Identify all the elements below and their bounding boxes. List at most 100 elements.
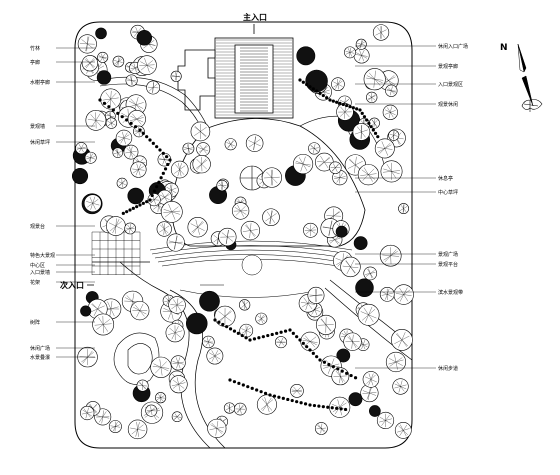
shrub-dot [291, 331, 295, 335]
site-boundary [74, 21, 413, 449]
tree-symbol [216, 179, 228, 192]
shrub-dot [277, 395, 281, 399]
shrub-dot [221, 322, 225, 327]
shrub-dot [299, 401, 303, 405]
tree-symbol [95, 27, 107, 40]
tree-symbol [353, 47, 370, 64]
shrub-dot [353, 376, 358, 380]
tree-symbol [130, 161, 147, 178]
tree-symbol [240, 220, 261, 241]
shrub-dot [341, 102, 345, 107]
tree-symbol [363, 266, 378, 281]
tree-symbol [170, 70, 182, 82]
shrub-dot [155, 185, 159, 189]
tree-symbol [182, 142, 195, 155]
tree-symbol [314, 422, 328, 435]
shrub-dot [213, 318, 217, 322]
tree-symbol [379, 286, 395, 302]
shrub-dot [339, 407, 343, 411]
shrub-dot [318, 91, 322, 95]
tree-symbol [290, 384, 304, 398]
shrub-dot [150, 193, 154, 198]
tree-symbol [92, 313, 115, 336]
shrub-dot [161, 151, 165, 155]
shrub-dot [308, 85, 312, 89]
shrub-dot [321, 93, 325, 98]
tree-symbol [136, 30, 153, 46]
tree-symbol [331, 367, 350, 386]
left-label: 景观墙 [30, 123, 45, 130]
tree-symbol [385, 351, 407, 373]
shrub-dot [255, 388, 259, 392]
shrub-dot [166, 162, 170, 167]
shrub-dot [327, 362, 331, 367]
shrub-dot [362, 115, 367, 119]
tree-symbol [385, 84, 398, 97]
shrub-dot [345, 103, 349, 108]
left-label: 休闲广场 [30, 345, 50, 352]
shrub-dot [321, 405, 325, 409]
tree-symbol [112, 55, 125, 68]
shrub-dot [295, 400, 299, 404]
shrub-dot [301, 341, 305, 345]
tree-symbol [155, 392, 167, 404]
pond [113, 332, 160, 385]
shrub-dot [373, 131, 378, 135]
shrub-dot [121, 211, 125, 215]
tree-symbol [100, 88, 122, 110]
tree-symbol [300, 331, 320, 352]
tree-symbol [127, 187, 144, 205]
entrance-plaza [214, 37, 294, 119]
tree-symbol [146, 80, 161, 95]
tree-symbol [329, 161, 342, 174]
shrub-dot [272, 394, 277, 398]
left-label: 特色大景观 [30, 252, 55, 259]
tree-symbol [97, 51, 109, 63]
tree-symbol [165, 323, 185, 343]
tree-symbol [124, 222, 137, 235]
shrub-dot [152, 189, 157, 193]
tree-symbol [296, 46, 316, 66]
shrub-dot [360, 111, 364, 115]
tree-symbol [374, 138, 395, 159]
shrub-dot [301, 80, 305, 84]
tree-symbol [192, 155, 211, 174]
tree-symbol [382, 104, 398, 120]
tree-symbol [388, 129, 400, 141]
tree-symbol [166, 233, 185, 252]
tree-symbol [394, 421, 412, 439]
shrub-dot [107, 105, 111, 109]
shrub-dot [250, 386, 254, 390]
tree-symbol [171, 411, 183, 423]
shrub-dot [248, 338, 252, 342]
tree-symbol [245, 134, 264, 152]
shrub-dot [236, 331, 240, 335]
tree-symbol [261, 167, 282, 188]
shrub-dot [288, 328, 292, 332]
shrub-dot [125, 118, 129, 122]
shrub-dot [148, 138, 152, 142]
shrub-dot [225, 325, 229, 329]
shrub-dot [128, 208, 132, 212]
tree-symbol [218, 227, 237, 247]
shrub-dot [331, 99, 335, 103]
shrub-dot [151, 141, 155, 145]
tree-symbol [380, 160, 403, 183]
tree-symbol [398, 203, 410, 214]
tree-symbol [392, 378, 409, 395]
shrub-dot [349, 373, 353, 378]
tree-symbol [353, 236, 368, 251]
shrub-dot [318, 358, 322, 362]
shrub-dot [155, 145, 159, 149]
shrub-dot [331, 365, 335, 369]
shrub-dot [135, 205, 139, 209]
tree-symbol [262, 208, 280, 227]
tree-symbol [80, 405, 95, 421]
shrub-dot [369, 125, 373, 129]
tree-symbol [105, 117, 118, 129]
tree-symbol [331, 77, 345, 91]
left-label: 观景台 [30, 223, 45, 230]
tree-symbol [231, 202, 250, 220]
shrub-dot [141, 201, 145, 205]
shrub-dot [159, 176, 163, 180]
